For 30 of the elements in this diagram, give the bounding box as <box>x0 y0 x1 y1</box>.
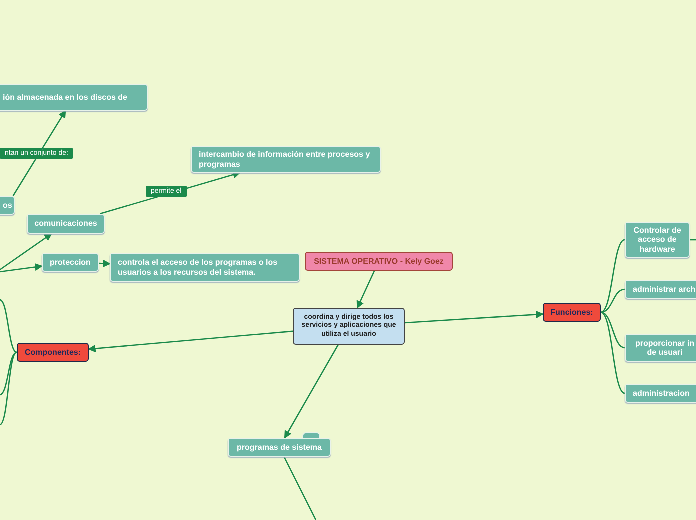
topic-box: Controlar de acceso de hardware <box>625 222 690 258</box>
topic-box: controla el acceso de los programas o los usuarios a los recursos del sistema. <box>110 253 300 282</box>
main-topic-box: SISTEMA OPERATIVO - Kely Goez <box>305 252 453 271</box>
topic-box: ión almacenada en los discos de <box>0 84 148 111</box>
connector-line <box>600 239 626 314</box>
connector-line <box>0 352 18 396</box>
arrow <box>0 233 52 271</box>
topic-box: os <box>0 196 15 215</box>
connector-line <box>600 312 626 349</box>
arrow <box>88 330 294 353</box>
arrow <box>404 310 544 324</box>
arrow <box>98 260 111 268</box>
topic-box: administrar arch <box>625 280 696 299</box>
topic-box: intercambio de información entre procesos y programas <box>191 146 381 173</box>
topic-box: proteccion <box>42 253 99 272</box>
arrow <box>356 270 376 309</box>
main-topic-box: Funciones: <box>543 303 601 322</box>
connector-line <box>0 299 18 354</box>
connector-line <box>0 352 18 426</box>
main-topic-box: Componentes: <box>17 343 89 362</box>
topic-box: proporcionar in de usuari <box>625 334 696 362</box>
connector-line <box>600 288 626 314</box>
connector-line <box>284 456 317 520</box>
topic-box: programas de sistema <box>228 438 331 457</box>
connector-line <box>600 312 626 394</box>
topic-box: administracion <box>625 384 696 403</box>
topic-box: comunicaciones <box>27 214 105 234</box>
arrow <box>12 110 66 196</box>
arrow <box>0 263 43 273</box>
arrow <box>284 344 339 439</box>
